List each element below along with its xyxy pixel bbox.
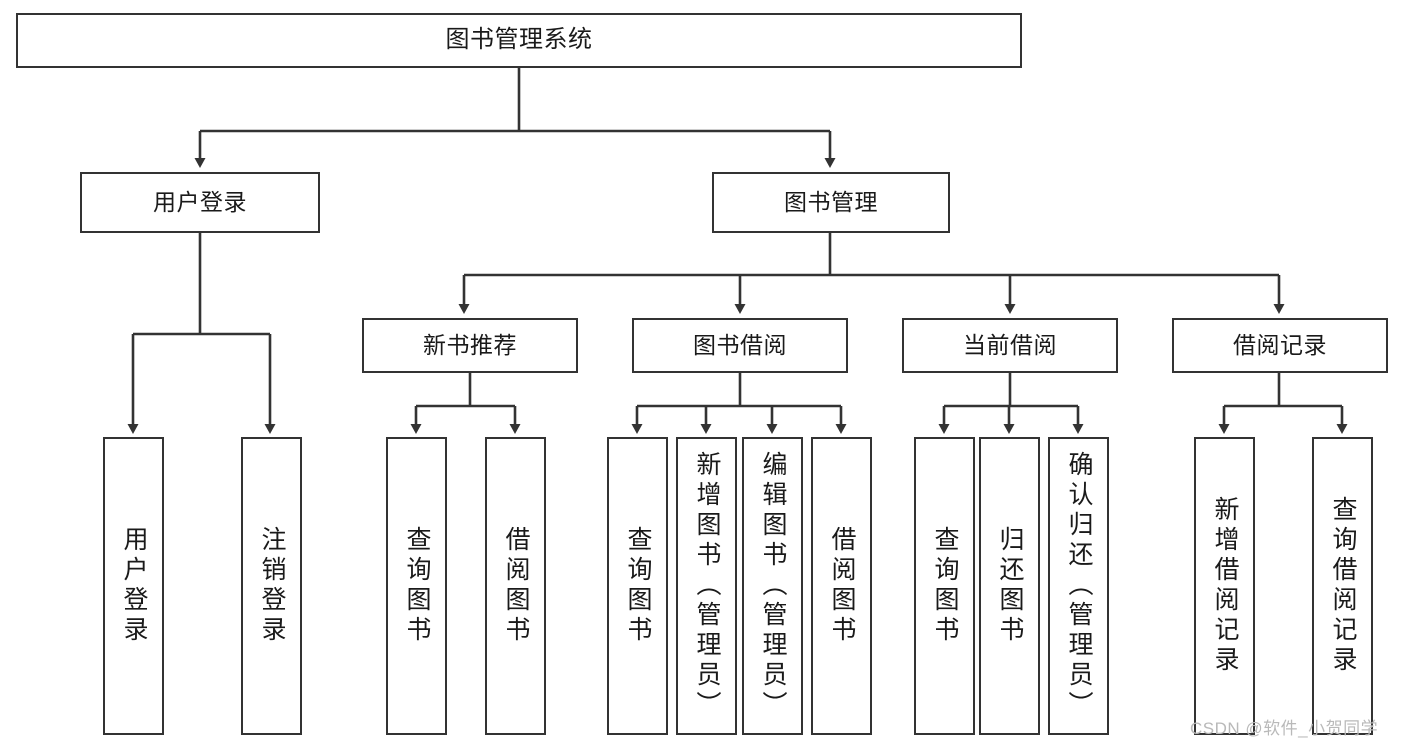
node-label: 新书推荐 <box>423 331 517 358</box>
node-label: 用户登录 <box>120 526 148 646</box>
node-label: 新增借阅记录 <box>1211 496 1239 676</box>
node-label: 查询图书 <box>931 526 959 646</box>
node-label: 用户登录 <box>153 188 247 215</box>
node-new-book-recommend[interactable]: 新书推荐 <box>362 318 578 373</box>
node-book-borrow[interactable]: 图书借阅 <box>632 318 848 373</box>
node-label: 查询图书 <box>403 526 431 646</box>
leaf-current-borrow-confirm-return[interactable]: 确认归还（管理员） <box>1048 437 1109 735</box>
leaf-book-borrow-edit[interactable]: 编辑图书（管理员） <box>742 437 803 735</box>
node-label: 借阅记录 <box>1233 331 1327 358</box>
leaf-book-borrow-query[interactable]: 查询图书 <box>607 437 668 735</box>
node-label: 图书借阅 <box>693 331 787 358</box>
node-label: 当前借阅 <box>963 331 1057 358</box>
node-label: 图书管理系统 <box>445 26 593 54</box>
node-label: 借阅图书 <box>502 526 530 646</box>
node-borrow-record[interactable]: 借阅记录 <box>1172 318 1388 373</box>
node-current-borrow[interactable]: 当前借阅 <box>902 318 1118 373</box>
leaf-new-book-borrow[interactable]: 借阅图书 <box>485 437 546 735</box>
leaf-book-borrow-add[interactable]: 新增图书（管理员） <box>676 437 737 735</box>
node-label: 注销登录 <box>258 526 286 646</box>
leaf-borrow-record-query[interactable]: 查询借阅记录 <box>1312 437 1373 735</box>
node-user-login[interactable]: 用户登录 <box>80 172 320 233</box>
csdn-watermark: CSDN @软件_小贺同学 <box>1190 719 1379 738</box>
leaf-book-borrow-borrow[interactable]: 借阅图书 <box>811 437 872 735</box>
node-label: 确认归还（管理员） <box>1065 451 1093 721</box>
node-label: 编辑图书（管理员） <box>759 451 787 721</box>
node-label: 查询借阅记录 <box>1329 496 1357 676</box>
node-book-management[interactable]: 图书管理 <box>712 172 950 233</box>
leaf-current-borrow-query[interactable]: 查询图书 <box>914 437 975 735</box>
node-label: 图书管理 <box>784 188 878 215</box>
leaf-user-login-logout[interactable]: 注销登录 <box>241 437 302 735</box>
node-label: 查询图书 <box>624 526 652 646</box>
leaf-user-login-login[interactable]: 用户登录 <box>103 437 164 735</box>
leaf-borrow-record-add[interactable]: 新增借阅记录 <box>1194 437 1255 735</box>
leaf-new-book-query[interactable]: 查询图书 <box>386 437 447 735</box>
node-label: 新增图书（管理员） <box>693 451 721 721</box>
node-label: 借阅图书 <box>828 526 856 646</box>
node-root-book-management-system[interactable]: 图书管理系统 <box>16 13 1022 68</box>
leaf-current-borrow-return[interactable]: 归还图书 <box>979 437 1040 735</box>
node-label: 归还图书 <box>996 526 1024 646</box>
